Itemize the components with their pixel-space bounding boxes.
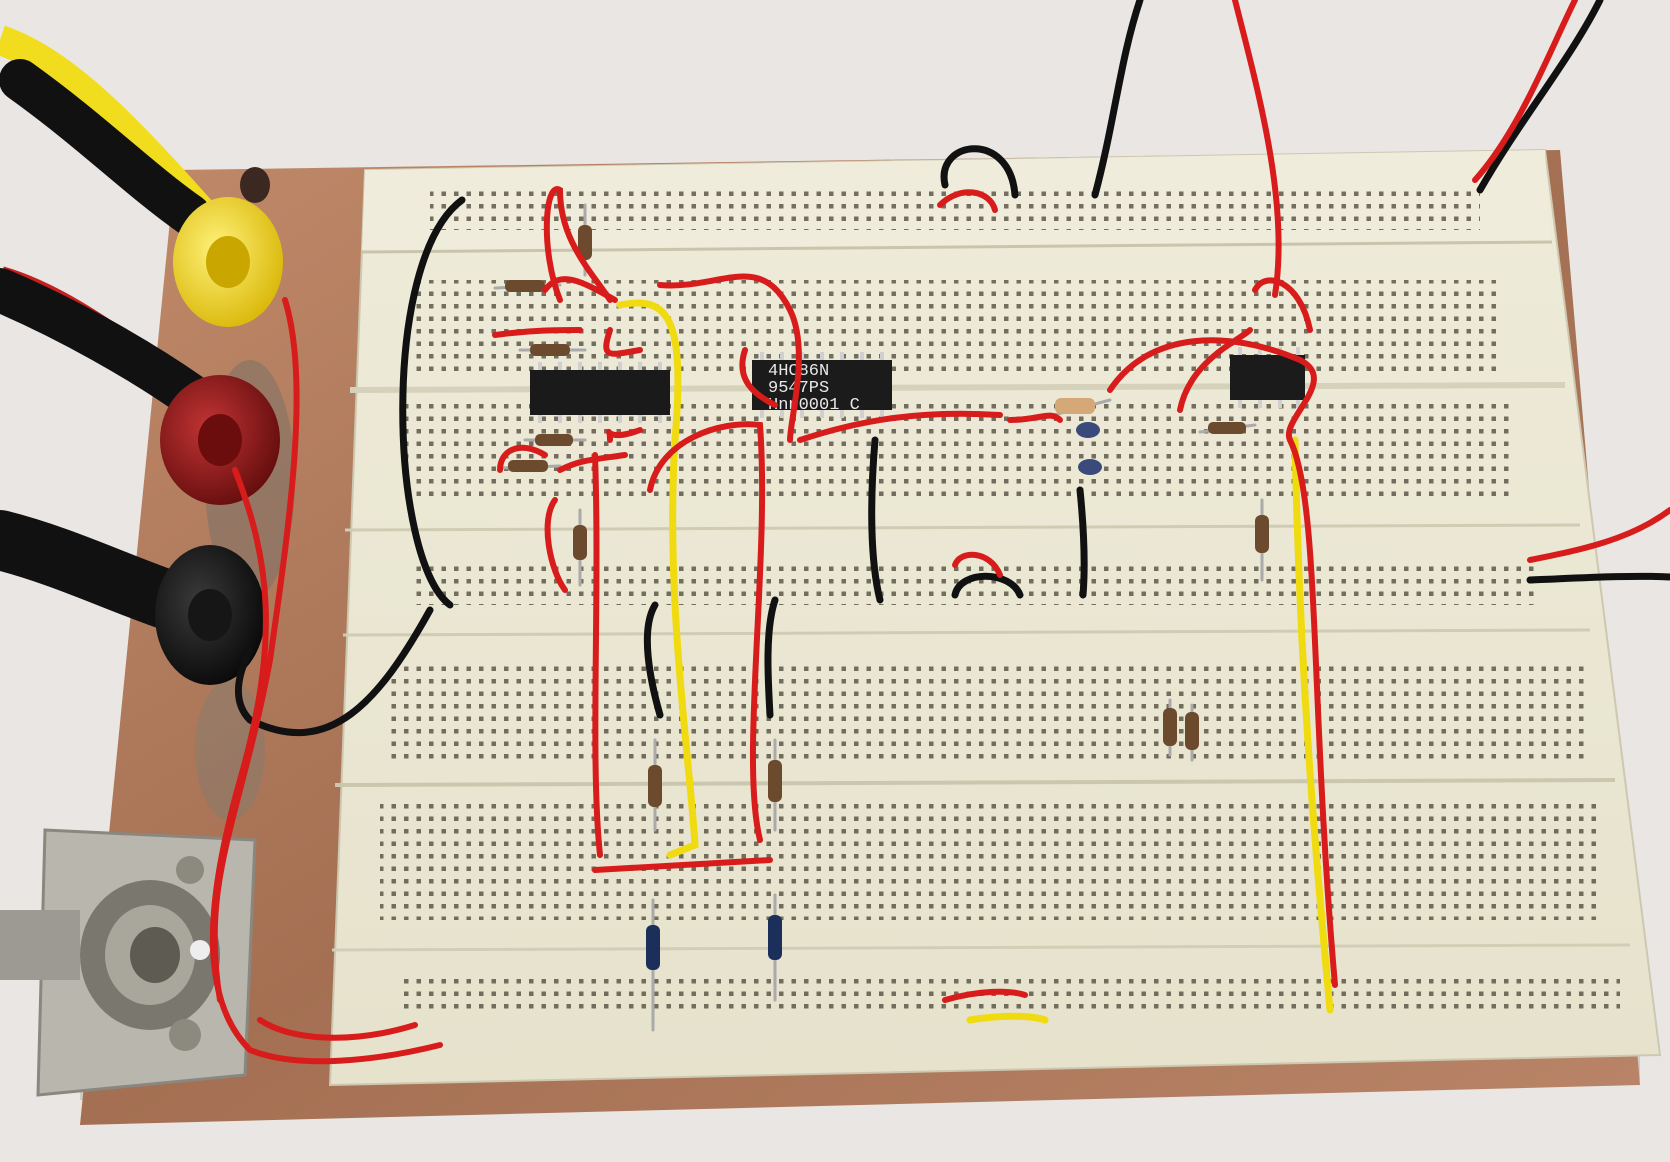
- capacitors: [1076, 422, 1102, 475]
- ic-main-chip: 4HC86N 9547PS Hnn0001 C: [752, 352, 892, 418]
- red-wires: [209, 0, 1670, 1065]
- binding-post-red: [160, 375, 280, 505]
- binding-post-yellow: [173, 197, 283, 327]
- binding-post-black: [155, 545, 265, 685]
- ic-right-opamp: [1230, 347, 1305, 408]
- yellow-wires: [616, 299, 1334, 1024]
- test-leads: [0, 25, 250, 645]
- bnc-connector: [0, 828, 257, 1097]
- resistors: [493, 203, 1269, 1032]
- black-wires: [234, 0, 1670, 737]
- ic-left-chip: [530, 362, 670, 423]
